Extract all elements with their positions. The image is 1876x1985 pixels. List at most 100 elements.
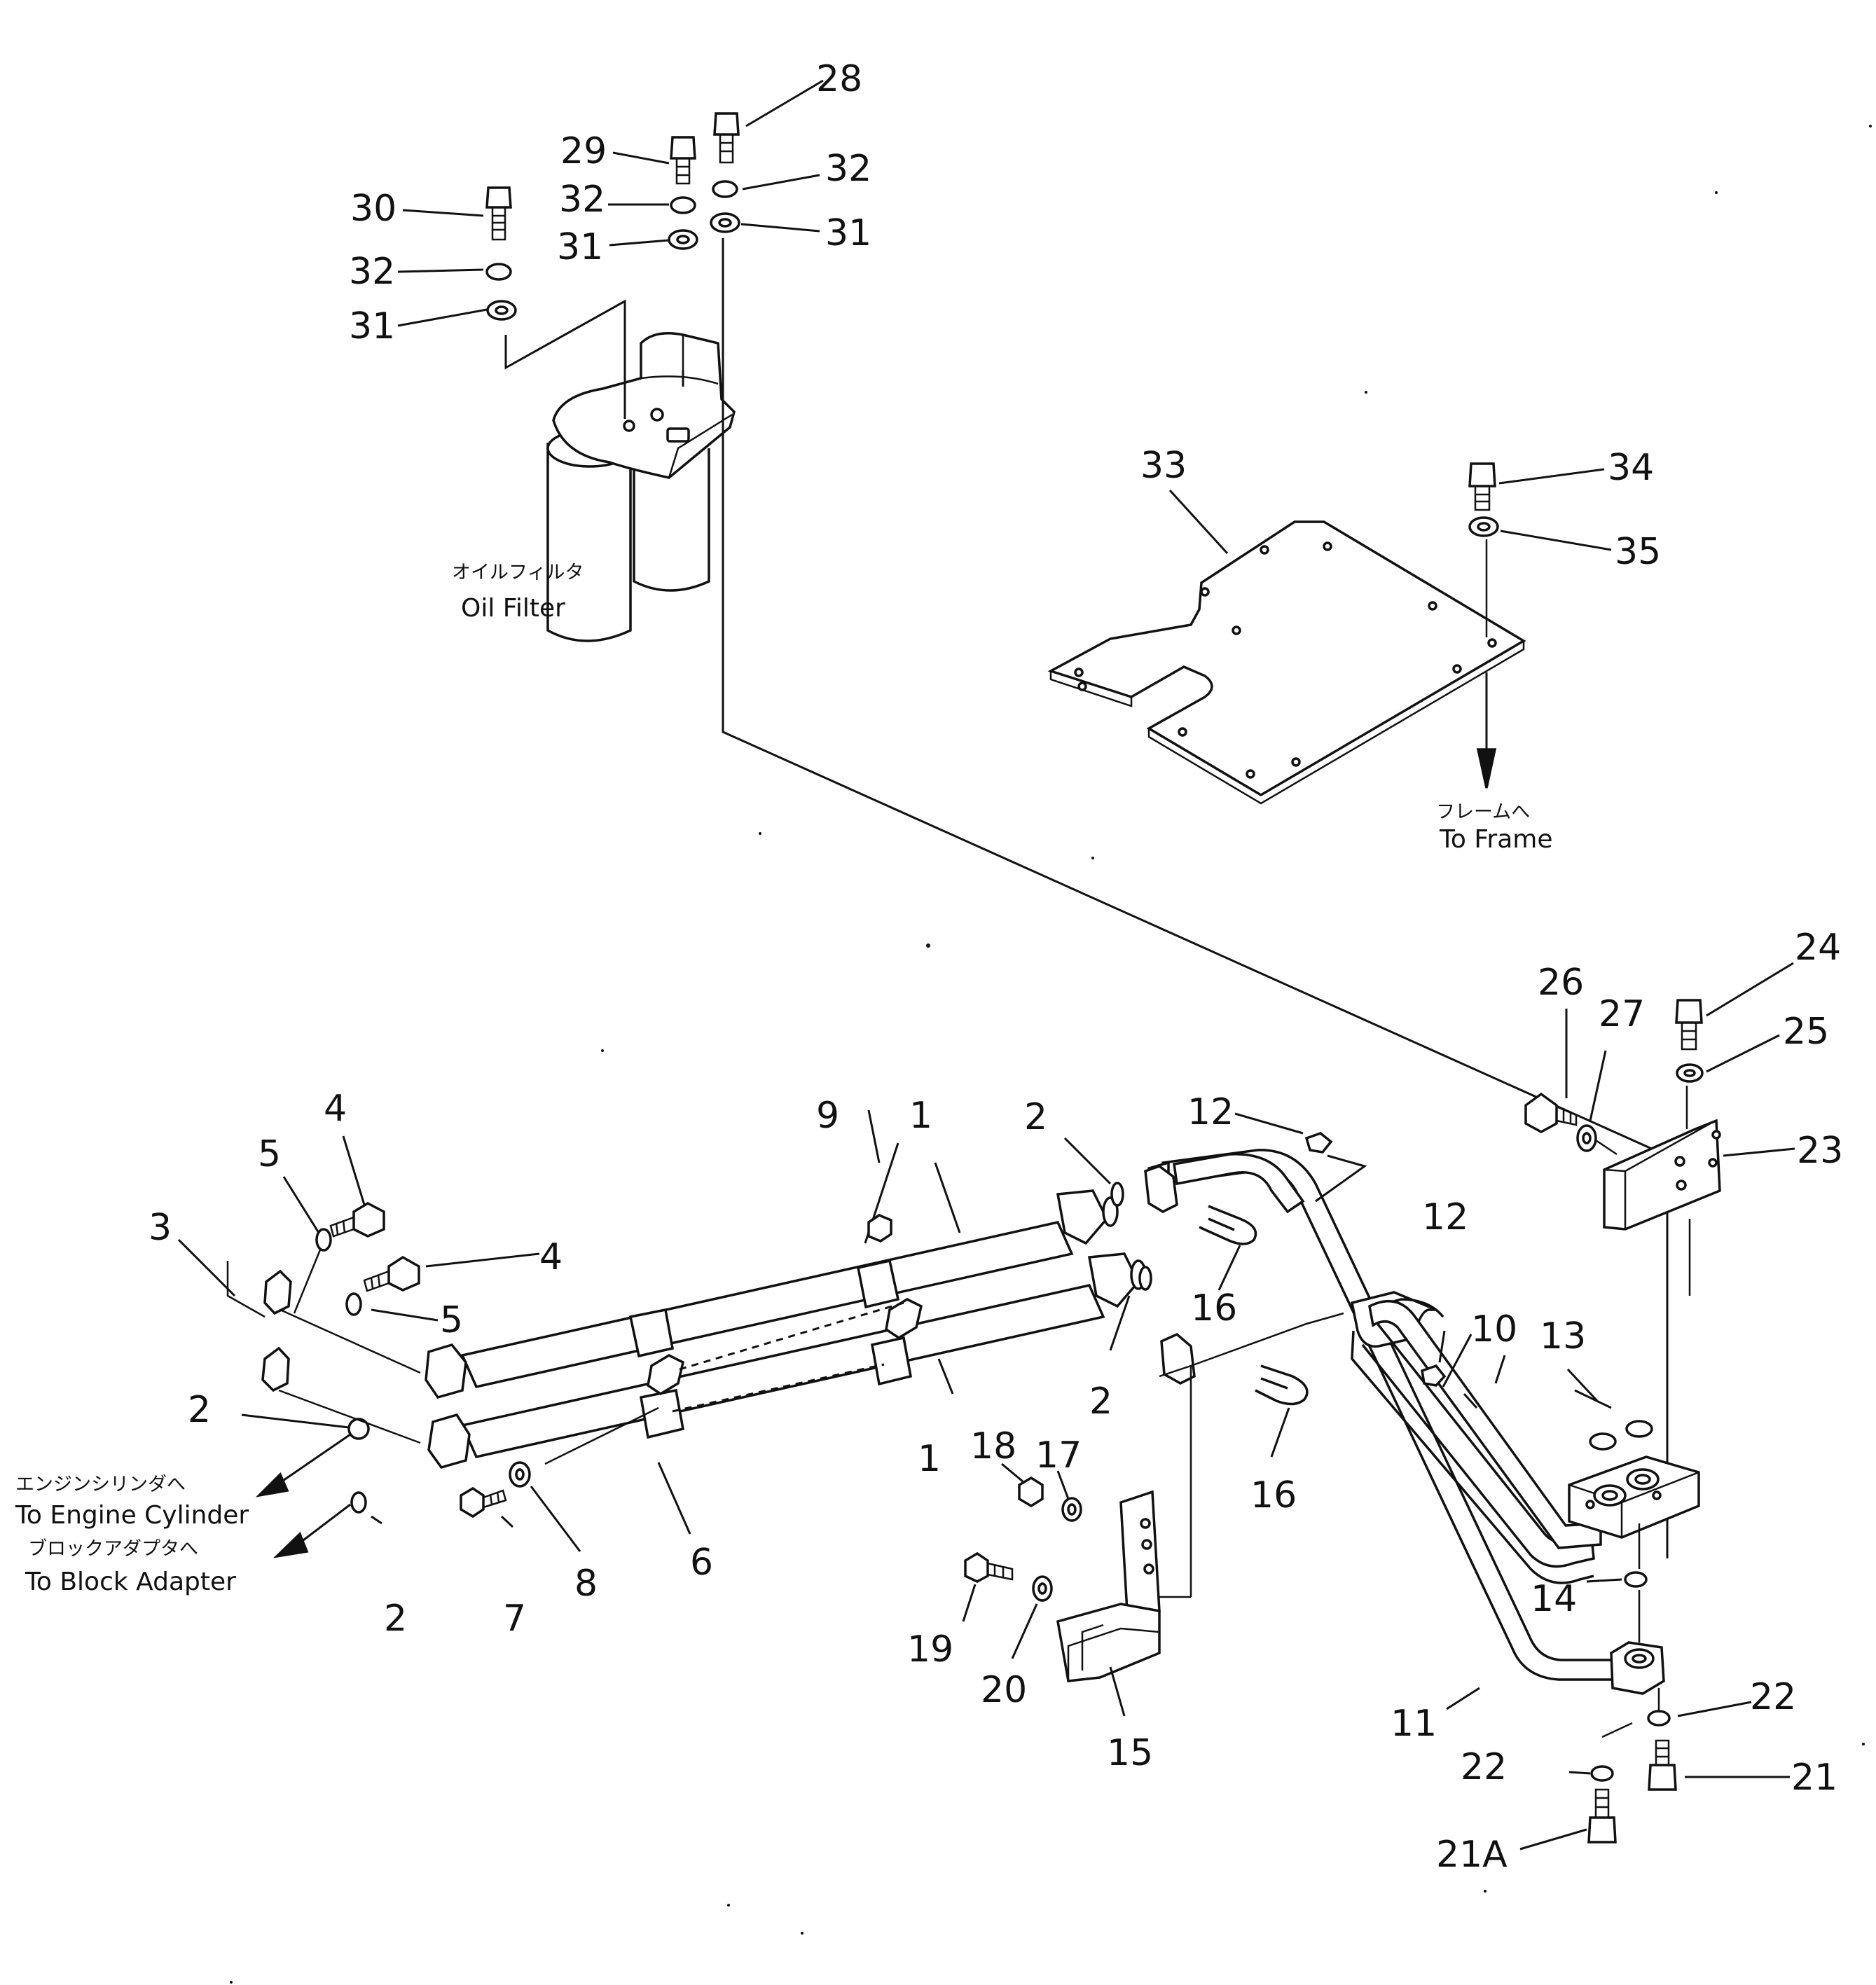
label-21A: 21A (1436, 1834, 1508, 1876)
label-5-right: 5 (440, 1299, 463, 1341)
label-1-top: 1 (909, 1095, 932, 1137)
label-21: 21 (1791, 1757, 1837, 1799)
label-16-bottom: 16 (1250, 1474, 1297, 1516)
block-adapter-en-label: To Block Adapter (25, 1568, 236, 1596)
o-ring-14-icon (1624, 1571, 1648, 1588)
label-32-left: 32 (349, 251, 395, 293)
label-33: 33 (1140, 445, 1187, 487)
frame-en-label: To Frame (1439, 825, 1553, 854)
label-4-right: 4 (539, 1236, 563, 1278)
flange-pipe-11 (1610, 1641, 1665, 1695)
label-15: 15 (1107, 1732, 1153, 1774)
label-13: 13 (1540, 1315, 1586, 1357)
engine-cyl-en-label: To Engine Cylinder (15, 1501, 249, 1530)
bolt-7-icon (460, 1486, 507, 1519)
lock-washer-32-icon (485, 180, 738, 281)
label-11: 11 (1391, 1703, 1437, 1745)
label-24: 24 (1795, 927, 1841, 969)
label-14: 14 (1531, 1578, 1577, 1620)
label-19: 19 (907, 1628, 953, 1671)
o-ring-2-icon (347, 1182, 1152, 1514)
washer-35-icon (1468, 516, 1499, 537)
bolt-30-icon (485, 186, 512, 241)
o-ring-13-icon (1589, 1420, 1653, 1451)
grease-fitting-12-icon (1304, 1132, 1447, 1387)
washer-20-icon (1032, 1575, 1053, 1602)
oil-filter-jp-label: オイルフィルタ (452, 562, 584, 583)
bolt-28-icon (713, 112, 740, 164)
mounting-plate (1047, 520, 1526, 805)
label-5-top: 5 (258, 1133, 281, 1175)
scan-specks (230, 125, 1872, 1984)
label-29: 29 (560, 130, 607, 172)
label-27: 27 (1599, 993, 1645, 1035)
label-35: 35 (1615, 531, 1661, 573)
washer-17-icon (1061, 1497, 1082, 1522)
washer-27-icon (1576, 1124, 1597, 1152)
label-12-right: 12 (1422, 1196, 1468, 1238)
oil-filter (504, 238, 1669, 1558)
bolt-19-icon (964, 1551, 1014, 1583)
u-bolt-16-icon (1199, 1205, 1309, 1406)
label-2-mid: 2 (1089, 1381, 1112, 1423)
bolt-26-icon (1524, 1092, 1578, 1133)
washer-31-icon (486, 212, 740, 321)
washer-25-icon (1676, 1063, 1704, 1083)
hose-1-upper (460, 1189, 1109, 1389)
label-17: 17 (1035, 1434, 1082, 1476)
label-34: 34 (1608, 447, 1654, 489)
lock-washer-5-icon (315, 1228, 362, 1316)
bolt-34-icon (1468, 462, 1496, 511)
bolt-21-icon (1648, 1739, 1677, 1791)
label-31-right: 31 (825, 212, 871, 254)
nut-9-icon (867, 1214, 892, 1243)
label-25: 25 (1783, 1011, 1829, 1053)
label-26: 26 (1538, 962, 1584, 1004)
bolt-21A-icon (1587, 1788, 1617, 1844)
label-2-bottom: 2 (384, 1598, 407, 1640)
label-1-bottom: 1 (918, 1438, 941, 1480)
clamp-plate-6 (647, 1298, 923, 1396)
label-16-top: 16 (1191, 1287, 1237, 1329)
clamp-3-icon (261, 1269, 292, 1392)
label-4-top: 4 (324, 1088, 347, 1130)
engine-cyl-jp-label: エンジンシリンダへ (15, 1474, 186, 1495)
bolt-29-icon (670, 136, 696, 185)
nut-18-icon (1018, 1476, 1044, 1508)
label-31-mid: 31 (557, 226, 603, 268)
label-30: 30 (350, 188, 396, 230)
bracket-23 (1603, 1119, 1721, 1231)
label-7: 7 (503, 1598, 526, 1640)
hose-end-fitting-icon (425, 1343, 471, 1469)
label-23: 23 (1797, 1130, 1843, 1172)
label-22-right: 22 (1750, 1676, 1796, 1718)
label-6: 6 (690, 1542, 713, 1584)
label-2-top: 2 (1024, 1096, 1047, 1138)
label-9: 9 (816, 1095, 839, 1137)
bolt-4-icon (329, 1201, 420, 1292)
label-31-left: 31 (349, 305, 395, 347)
label-22-left: 22 (1461, 1746, 1507, 1788)
label-18: 18 (970, 1425, 1016, 1467)
flange-block-13 (1568, 1455, 1700, 1539)
label-12-top: 12 (1187, 1091, 1234, 1133)
label-20: 20 (981, 1669, 1027, 1711)
label-10: 10 (1471, 1308, 1517, 1350)
block-adapter-jp-label: ブロックアダプタへ (28, 1538, 198, 1560)
label-8: 8 (574, 1563, 598, 1605)
label-32-right: 32 (825, 148, 871, 190)
oil-filter-en-label: Oil Filter (461, 594, 565, 623)
label-2-left: 2 (188, 1389, 211, 1431)
lock-washer-22-icon (1590, 1710, 1671, 1782)
frame-jp-label: フレームへ (1436, 801, 1530, 823)
bracket-15 (1056, 1490, 1161, 1682)
pipe-upper (1173, 1153, 1305, 1214)
hose-1-lower (460, 1252, 1140, 1459)
bolt-24-icon (1675, 999, 1703, 1051)
label-28: 28 (816, 58, 862, 100)
label-3: 3 (149, 1207, 172, 1249)
label-32-mid: 32 (559, 179, 605, 221)
washer-8-icon (509, 1461, 531, 1488)
